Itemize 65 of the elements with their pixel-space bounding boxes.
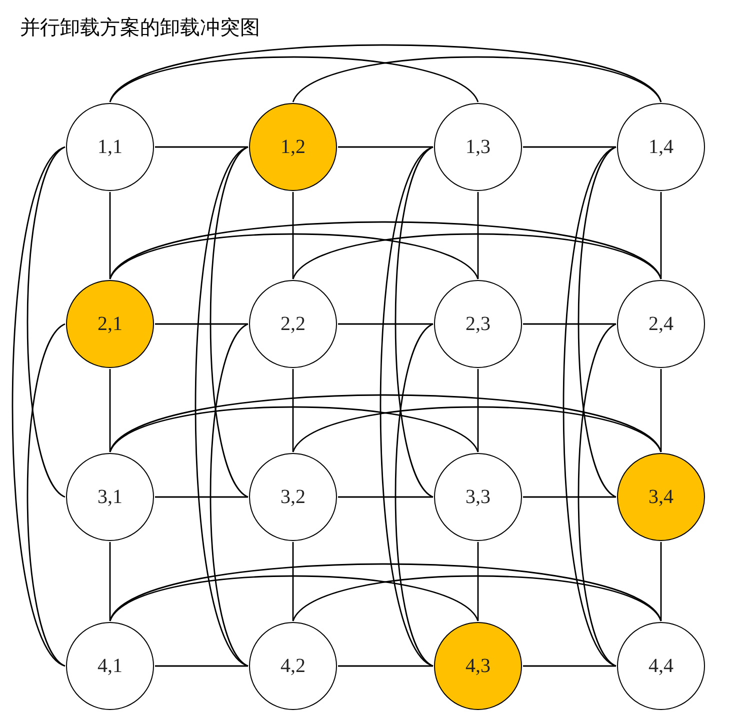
edge-line: [155, 146, 248, 148]
edge-line: [562, 146, 616, 667]
edge-line: [109, 192, 111, 279]
circle-node: 3,1: [66, 453, 154, 541]
circle-node: 1,3: [434, 103, 522, 191]
circle-node: 3,4: [617, 453, 705, 541]
edge-line: [210, 323, 248, 667]
edge-line: [523, 496, 616, 498]
edge-line: [109, 542, 111, 621]
edge-line: [292, 542, 294, 621]
circle-node: 2,2: [249, 280, 337, 368]
edge-line: [155, 496, 248, 498]
edge-line: [578, 323, 616, 667]
edge-line: [380, 146, 434, 667]
title: 并行卸载方案的卸载冲突图: [20, 14, 260, 41]
edge-line: [194, 146, 248, 667]
edge-line: [292, 406, 662, 452]
edge-line: [109, 394, 662, 452]
edge-line: [292, 575, 662, 622]
edge-line: [578, 146, 616, 498]
edge-line: [109, 563, 662, 622]
edge-line: [12, 146, 66, 667]
edge-line: [292, 56, 662, 102]
edge-line: [523, 146, 616, 148]
circle-node: 4,1: [66, 622, 154, 710]
edge-line: [477, 369, 479, 452]
edge-line: [660, 192, 662, 279]
edge-line: [338, 146, 433, 148]
edge-line: [109, 221, 662, 280]
edge-line: [523, 323, 616, 325]
edge-line: [477, 542, 479, 621]
edge-line: [109, 56, 479, 102]
edge-line: [109, 233, 479, 280]
edge-line: [292, 369, 294, 452]
edge-line: [109, 369, 111, 452]
edge-line: [109, 406, 479, 452]
circle-node: 3,3: [434, 453, 522, 541]
circle-node: 1,4: [617, 103, 705, 191]
circle-node: 1,2: [249, 103, 337, 191]
edge-line: [338, 496, 433, 498]
edge-line: [155, 665, 248, 667]
edge-line: [477, 192, 479, 279]
edge-line: [523, 665, 616, 667]
circle-node: 4,2: [249, 622, 337, 710]
circle-node: 3,2: [249, 453, 337, 541]
edge-line: [394, 323, 434, 667]
edge-line: [660, 542, 662, 621]
edge-line: [660, 369, 662, 452]
circle-node: 1,1: [66, 103, 154, 191]
edge-line: [26, 323, 66, 667]
circle-node: 2,3: [434, 280, 522, 368]
edge-line: [292, 192, 294, 279]
edge-line: [26, 146, 66, 498]
circle-node: 4,3: [434, 622, 522, 710]
edge-line: [338, 665, 433, 667]
edge-line: [394, 146, 434, 498]
edge-line: [292, 233, 662, 280]
edge-line: [109, 575, 479, 622]
circle-node: 2,1: [66, 280, 154, 368]
edge-line: [338, 323, 433, 325]
edge-line: [155, 323, 248, 325]
circle-node: 4,4: [617, 622, 705, 710]
circle-node: 2,4: [617, 280, 705, 368]
edge-line: [210, 146, 248, 498]
edge-line: [109, 44, 662, 102]
